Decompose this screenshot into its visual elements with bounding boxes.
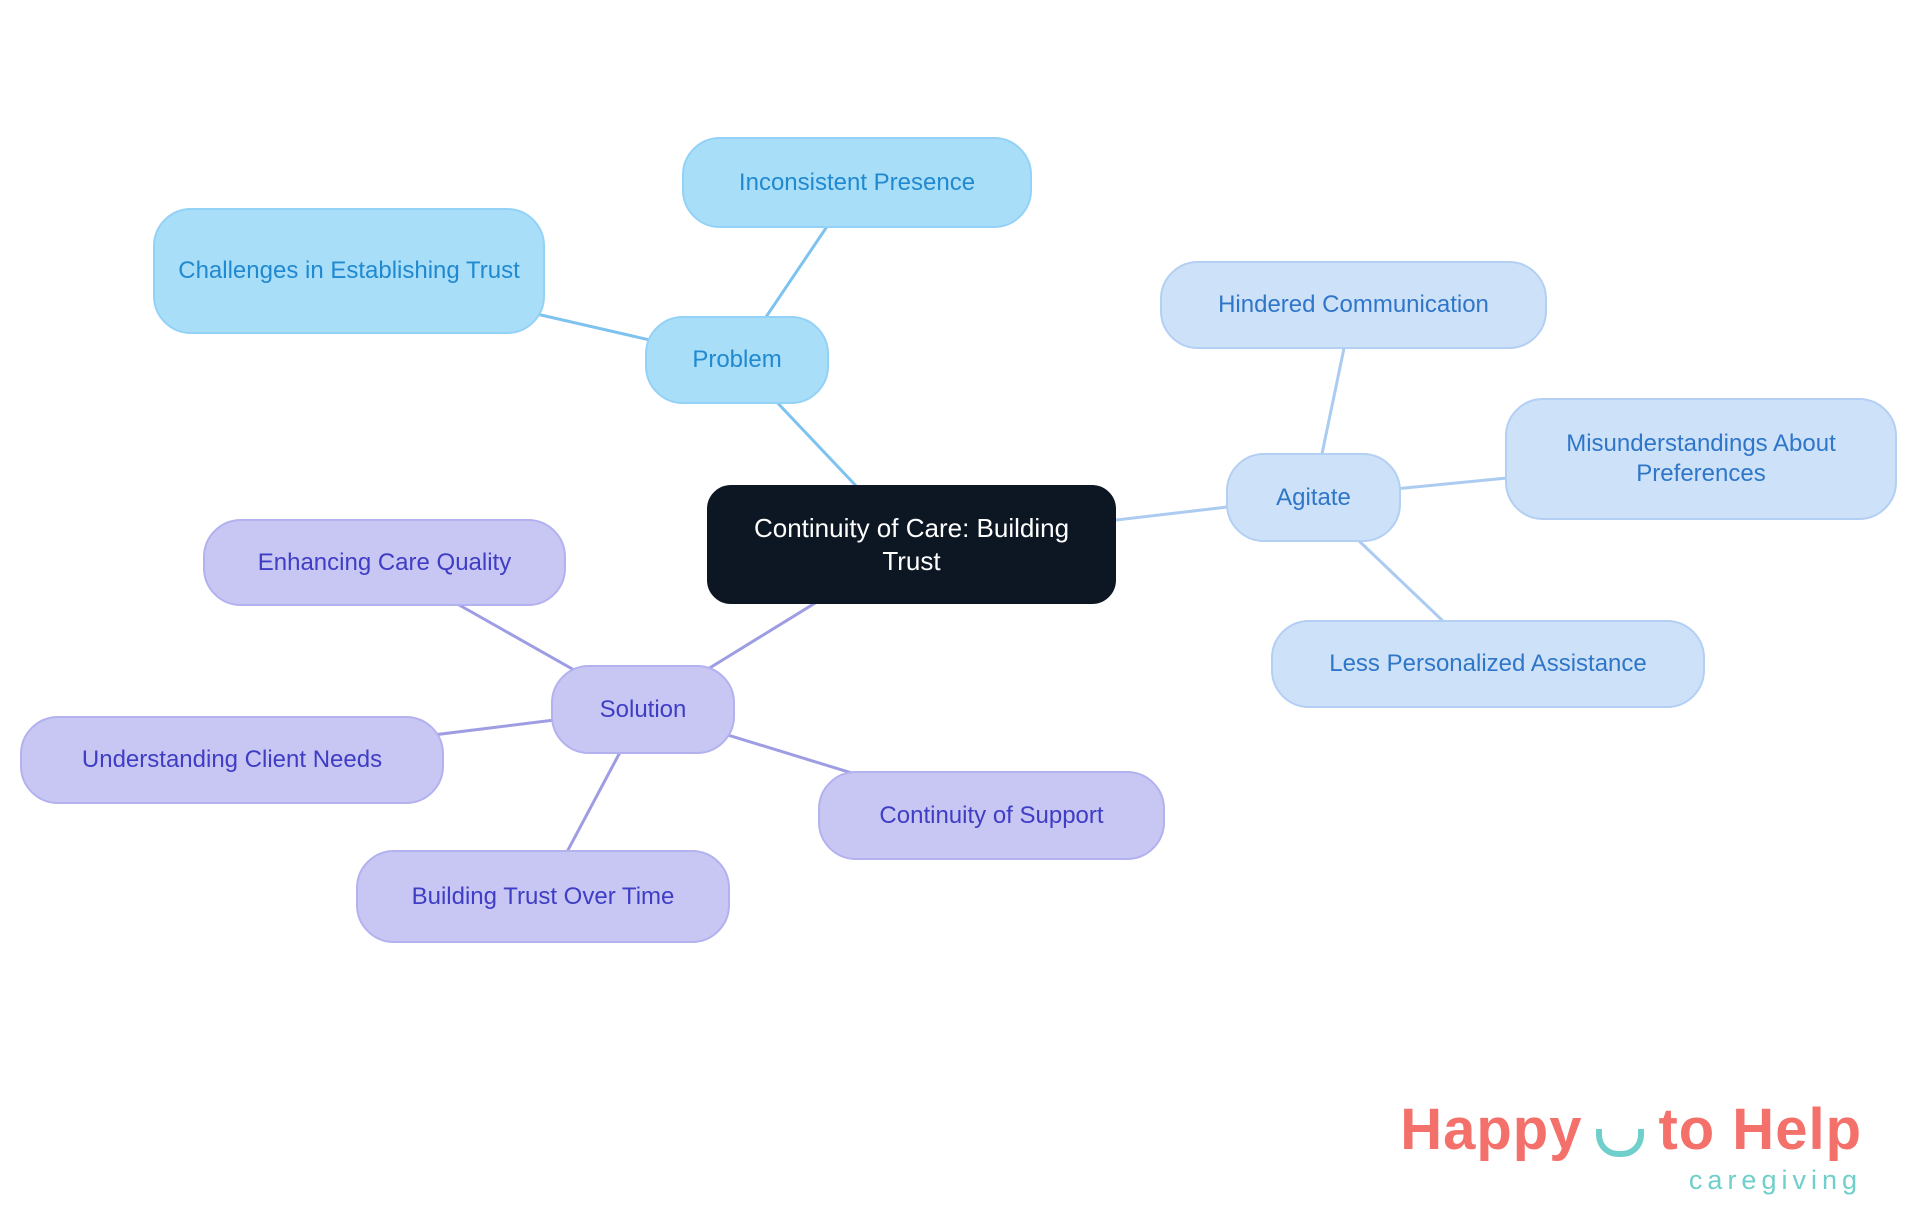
node-agitate-label: Agitate — [1276, 483, 1351, 511]
node-enhancing-care-quality: Enhancing Care Quality — [203, 519, 566, 606]
brand-logo-wordmark: Happy to Help — [1400, 1096, 1862, 1163]
node-central-label: Continuity of Care: Building Trust — [753, 513, 1070, 576]
node-label: Misunderstandings About Preferences — [1566, 430, 1836, 487]
brand-tagline: caregiving — [1688, 1165, 1862, 1195]
brand-word-happy: Happy — [1400, 1097, 1583, 1162]
node-label: Inconsistent Presence — [738, 168, 976, 196]
node-misunderstandings-about-preferences: Misunderstandings About Preferences — [1505, 398, 1897, 520]
node-continuity-of-support: Continuity of Support — [818, 771, 1165, 860]
brand-logo: Happy to Help caregiving — [1400, 1096, 1862, 1196]
node-problem: Problem — [645, 316, 829, 404]
node-problem-label: Problem — [692, 346, 782, 373]
node-hindered-communication: Hindered Communication — [1160, 261, 1547, 349]
node-building-trust-over-time: Building Trust Over Time — [356, 850, 730, 943]
node-solution-label: Solution — [599, 695, 687, 723]
node-central: Continuity of Care: Building Trust — [707, 485, 1116, 604]
node-label: Building Trust Over Time — [411, 882, 675, 910]
node-label: Understanding Client Needs — [81, 746, 383, 773]
node-inconsistent-presence: Inconsistent Presence — [682, 137, 1032, 228]
node-label: Continuity of Support — [879, 801, 1104, 829]
brand-word-to-help: to Help — [1658, 1097, 1862, 1162]
node-solution: Solution — [551, 665, 735, 754]
node-challenges-establishing-trust: Challenges in Establishing Trust — [153, 208, 545, 334]
node-label: Hindered Communication — [1218, 291, 1489, 318]
node-label: Challenges in Establishing Trust — [178, 257, 520, 284]
smile-icon — [1596, 1129, 1645, 1157]
node-understanding-client-needs: Understanding Client Needs — [20, 716, 444, 804]
node-label: Less Personalized Assistance — [1329, 650, 1647, 677]
node-agitate: Agitate — [1226, 453, 1401, 542]
node-less-personalized-assistance: Less Personalized Assistance — [1271, 620, 1705, 708]
node-label: Enhancing Care Quality — [257, 548, 512, 576]
